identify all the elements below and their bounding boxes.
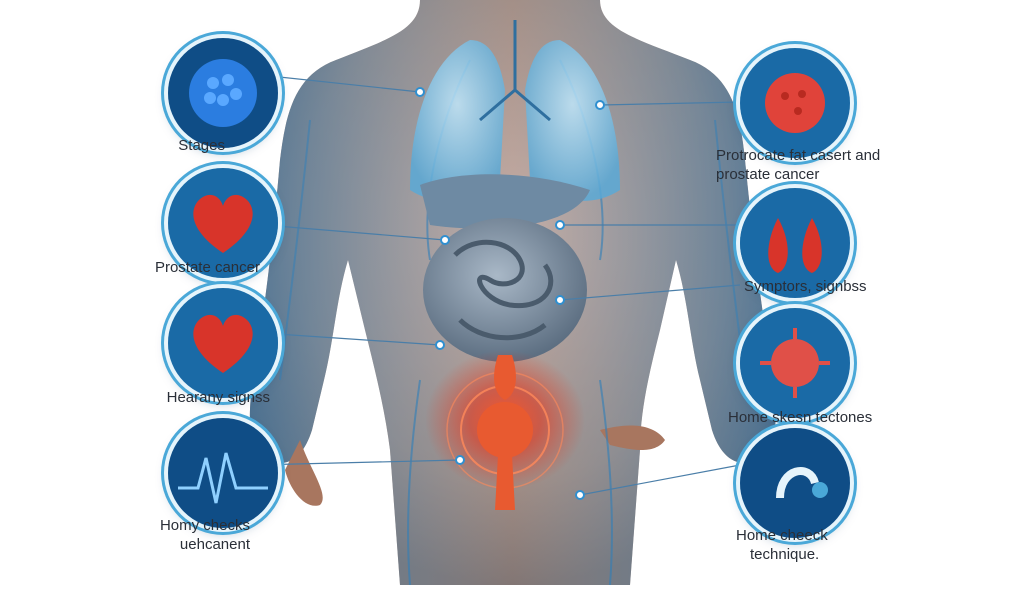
- device-icon: [740, 428, 850, 538]
- label-prostate-cancer: Prostate cancer: [154, 259, 260, 276]
- label-protrocate-line2: prostate cancer: [716, 166, 820, 183]
- cancer-cell-icon: [740, 48, 850, 158]
- intestines: [423, 218, 587, 362]
- label-home-check: Home cheeck technique.: [736, 526, 916, 564]
- label-homy-checks: Homy checks uehcanent: [110, 516, 250, 554]
- label-home-check-line2: technique.: [750, 546, 820, 563]
- connector-dots: [415, 87, 605, 500]
- label-home-check-line1: Home cheeck: [736, 527, 828, 544]
- label-home-skesn: Home skesn tectones: [728, 409, 873, 426]
- heart-icon: [168, 168, 278, 278]
- connector-homy-checks: [254, 459, 461, 466]
- label-protrocate: Protrocate fat casert and prostate cance…: [716, 146, 936, 184]
- liver: [420, 174, 590, 229]
- heart-icon-2: [168, 288, 278, 398]
- prostate-highlight: [425, 350, 585, 510]
- label-hearany-signss: Hearany signss: [166, 389, 270, 406]
- label-homy-checks-line2: uehcanent: [179, 536, 250, 553]
- connector-home-skesn: [559, 284, 741, 301]
- connector-home-check: [579, 464, 741, 496]
- pulse-chart-icon: [168, 418, 278, 528]
- virus-icon: [740, 308, 850, 418]
- connector-prostate-cancer: [263, 224, 446, 241]
- gland-icon: [740, 188, 850, 298]
- label-homy-checks-line1: Homy checks: [159, 517, 250, 534]
- connector-protrocate: [599, 101, 741, 106]
- label-stages: Stages: [178, 137, 225, 154]
- connector-lines: [254, 75, 741, 496]
- lungs: [410, 20, 620, 201]
- connector-hearany-signss: [261, 332, 441, 346]
- label-protrocate-line1: Protrocate fat casert and: [716, 147, 881, 164]
- connector-stages: [269, 75, 421, 93]
- label-symptors: Symptors, signbss: [744, 278, 867, 295]
- stages-cell-icon: [168, 38, 278, 148]
